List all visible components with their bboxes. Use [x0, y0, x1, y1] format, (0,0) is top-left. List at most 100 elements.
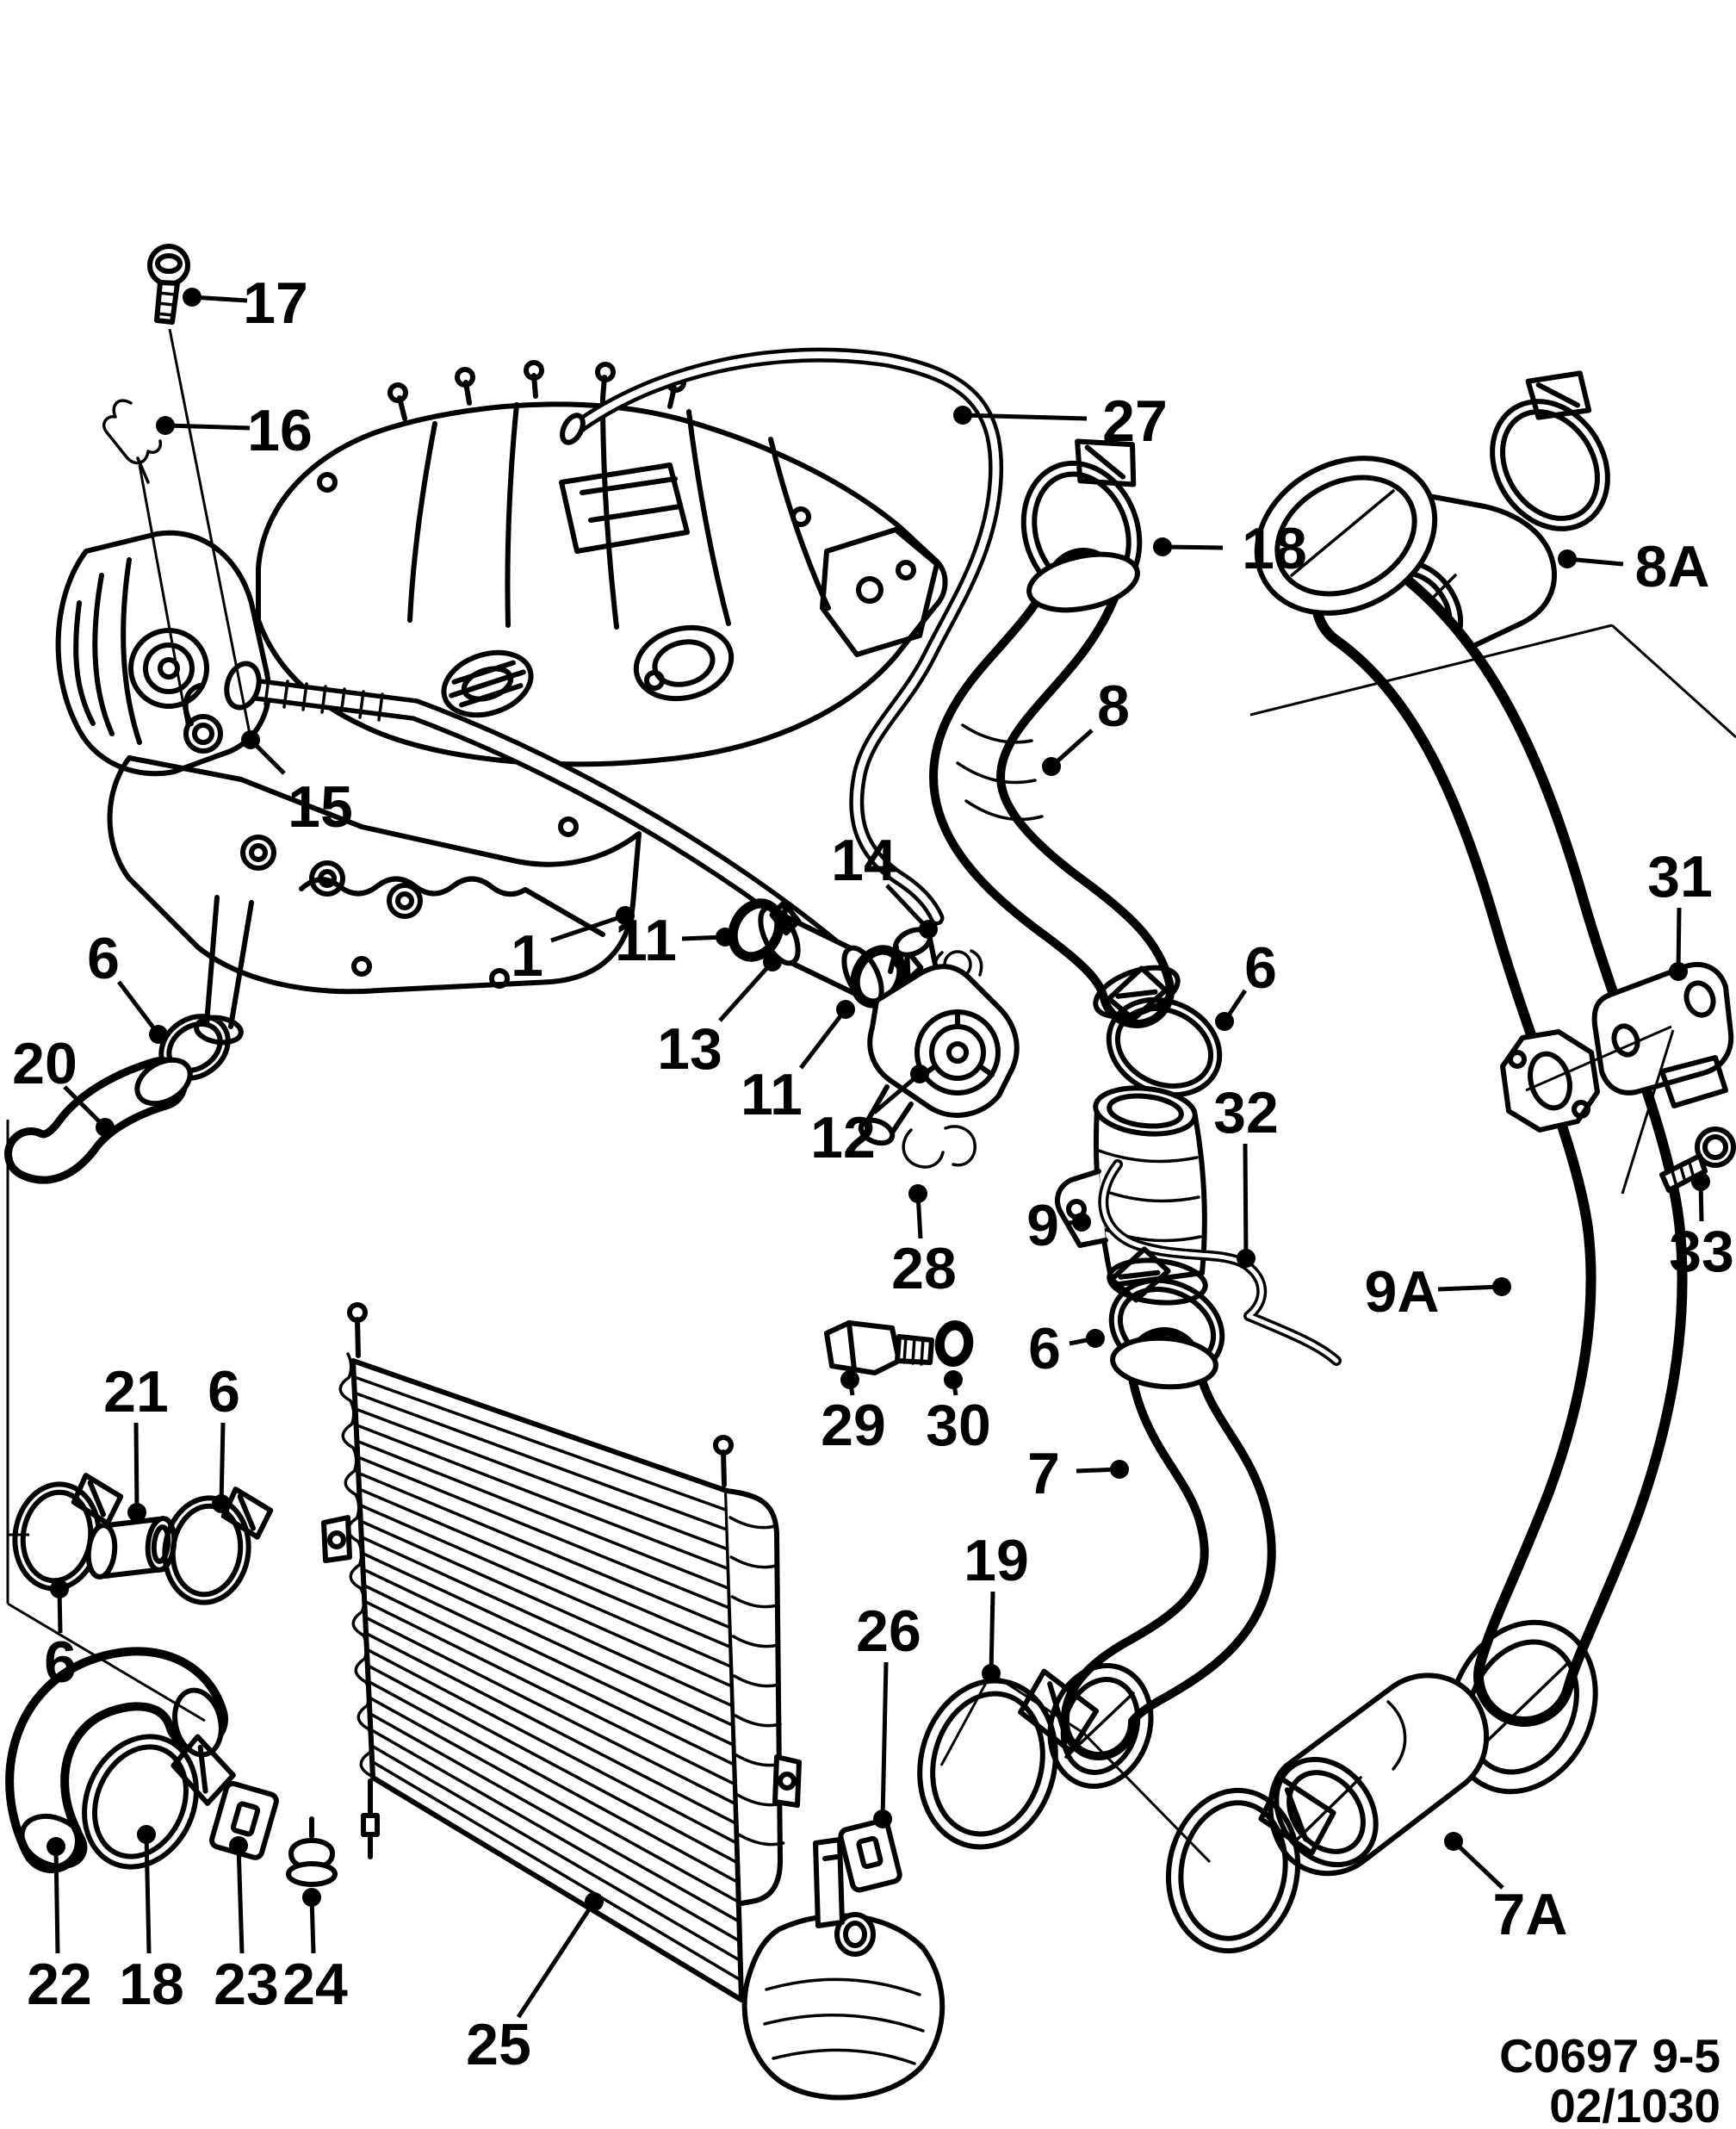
callout-label-31: 31	[1647, 844, 1713, 909]
callout-15: 15	[241, 730, 353, 840]
callout-label-6: 6	[1244, 935, 1277, 1001]
callout-17: 17	[183, 270, 308, 336]
callout-32: 32	[1213, 1080, 1279, 1268]
callout-label-29: 29	[821, 1393, 886, 1458]
callout-label-21: 21	[103, 1359, 169, 1425]
callout-label-27: 27	[1102, 388, 1168, 454]
callout-label-7A: 7A	[1493, 1882, 1568, 1947]
fuel-rail	[299, 876, 605, 937]
engine-bracket	[820, 527, 939, 657]
callout-8A: 8A	[1558, 534, 1709, 599]
construction-line	[168, 328, 251, 735]
construction-line	[1621, 1029, 1675, 1195]
dipstick-boss	[183, 714, 223, 754]
clip-16-part	[102, 399, 163, 484]
bolt-17-part	[147, 244, 190, 325]
construction-line	[1082, 1731, 1212, 1864]
radiator-side-serpentine	[338, 1352, 374, 1778]
callout-label-28: 28	[891, 1236, 957, 1301]
callout-18: 18	[1153, 516, 1307, 581]
callout-label-11: 11	[615, 908, 677, 973]
callout-9: 9	[1026, 1193, 1091, 1258]
callout-18: 18	[119, 1825, 184, 2017]
callout-29: 29	[821, 1370, 886, 1458]
clip-26-part	[838, 1818, 902, 1893]
callout-22: 22	[27, 1837, 92, 2017]
bolt-33-part	[1659, 1127, 1736, 1193]
radiator-outlet-shroud	[741, 1837, 946, 2101]
callout-label-6: 6	[44, 1629, 77, 1695]
callout-19: 19	[964, 1528, 1029, 1683]
callout-label-23: 23	[214, 1952, 279, 2017]
callout-label-12: 12	[810, 1105, 876, 1170]
callout-1: 1	[511, 906, 635, 989]
callout-33: 33	[1669, 1172, 1734, 1284]
callout-6: 6	[208, 1359, 240, 1513]
callout-label-18: 18	[1242, 516, 1307, 581]
drawing-code: C0697 9-5	[1499, 2029, 1720, 2082]
construction-line	[1610, 624, 1736, 739]
callout-label-6: 6	[1028, 1316, 1061, 1381]
construction-line	[1525, 1025, 1672, 1092]
pipe-9a-end-ring	[1423, 1599, 1621, 1816]
construction-line	[939, 1673, 993, 1766]
hose-7-part	[1035, 1335, 1238, 1799]
water-valve-12-part	[858, 927, 1020, 1146]
callout-14: 14	[831, 828, 938, 939]
pipe-9a-part	[1254, 456, 1636, 1816]
callout-label-22: 22	[27, 1952, 92, 2017]
callout-27: 27	[953, 388, 1168, 454]
sleeve-7a-part	[1268, 1673, 1490, 1877]
callout-label-15: 15	[288, 774, 353, 840]
callout-label-26: 26	[856, 1598, 921, 1664]
sensor-29-part	[824, 1320, 934, 1375]
pipe-1-part	[224, 661, 868, 980]
callout-6: 6	[87, 926, 168, 1044]
callout-6: 6	[1028, 1316, 1105, 1381]
callout-label-18: 18	[119, 1952, 184, 2017]
oil-filler-cap	[441, 649, 534, 718]
construction-line	[1249, 624, 1613, 717]
bracket-31-part	[1591, 961, 1734, 1108]
washer-30-part	[933, 1319, 975, 1368]
callout-label-1: 1	[511, 923, 543, 989]
callout-7A: 7A	[1444, 1832, 1567, 1947]
clip-23-part	[209, 1781, 279, 1860]
callout-25: 25	[466, 1892, 604, 2077]
callout-11: 11	[615, 908, 735, 973]
pipe-1-corrugation	[264, 677, 384, 722]
callout-23: 23	[214, 1836, 279, 2017]
callout-label-24: 24	[282, 1952, 348, 2017]
callout-label-17: 17	[243, 270, 308, 336]
mount-24-part	[286, 1816, 338, 1887]
coil-pack	[559, 462, 690, 554]
construction-line	[990, 1672, 1084, 1735]
callout-label-14: 14	[831, 828, 896, 893]
callout-label-11: 11	[741, 1062, 803, 1127]
construction-line	[138, 464, 189, 729]
callout-12: 12	[810, 1064, 929, 1170]
intake-manifold-outline	[256, 401, 948, 767]
callout-label-9A: 9A	[1365, 1259, 1440, 1325]
engine-block	[107, 755, 642, 995]
callout-label-33: 33	[1669, 1219, 1734, 1284]
callout-16: 16	[156, 398, 313, 463]
construction-lines	[6, 328, 1736, 1864]
callout-label-25: 25	[466, 2012, 531, 2077]
hose-8-part	[958, 545, 1181, 1026]
engine-illustration	[55, 360, 948, 1046]
callout-label-13: 13	[657, 1016, 722, 1082]
callout-label-6: 6	[87, 926, 120, 991]
timing-cover	[55, 530, 272, 777]
callout-13: 13	[657, 953, 782, 1082]
hose-7-end-ring	[1035, 1653, 1166, 1800]
callout-31: 31	[1647, 844, 1713, 981]
callout-7: 7	[1027, 1441, 1129, 1506]
callout-30: 30	[926, 1370, 991, 1458]
callout-11: 11	[741, 1000, 855, 1127]
callout-label-20: 20	[12, 1031, 78, 1096]
callout-6: 6	[44, 1580, 77, 1695]
callout-6: 6	[1215, 935, 1277, 1031]
